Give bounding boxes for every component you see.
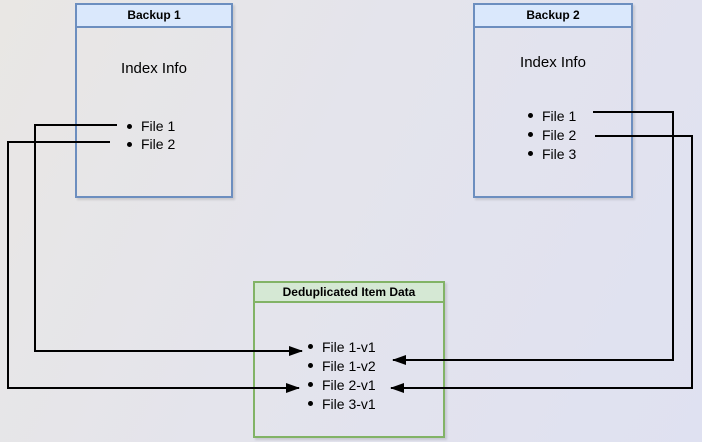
bullet-icon: [127, 123, 132, 129]
file-item: File 1: [528, 106, 576, 125]
file-item: File 2: [127, 135, 175, 153]
backup1-box: Backup 1 Index Info File 1 File 2: [75, 3, 233, 198]
backup2-file-list: File 1 File 2 File 3: [528, 106, 576, 163]
file-item-label: File 3: [542, 145, 577, 162]
file-item-label: File 2-v1: [322, 376, 376, 393]
bullet-icon: [127, 141, 132, 147]
backup2-index-info-label: Index Info: [520, 54, 586, 71]
bullet-icon: [528, 113, 533, 118]
backup1-title: Backup 1: [77, 5, 231, 28]
file-item: File 3: [528, 144, 576, 163]
file-item: File 2: [528, 125, 576, 144]
file-item-label: File 2: [542, 126, 577, 143]
bullet-icon: [308, 401, 313, 406]
backup2-box: Backup 2 Index Info File 1 File 2 File 3: [473, 3, 633, 198]
backup1-index-info-label: Index Info: [121, 60, 187, 77]
backup2-title: Backup 2: [475, 5, 631, 28]
file-item: File 1-v1: [308, 337, 376, 356]
dedup-title: Deduplicated Item Data: [255, 283, 443, 303]
file-item: File 2-v1: [308, 375, 376, 394]
file-item: File 3-v1: [308, 394, 376, 413]
file-item-label: File 1-v1: [322, 338, 376, 355]
file-item: File 1-v2: [308, 356, 376, 375]
bullet-icon: [528, 132, 533, 137]
file-item-label: File 3-v1: [322, 395, 376, 412]
file-item-label: File 1-v2: [322, 357, 376, 374]
file-item-label: File 2: [141, 136, 176, 152]
file-item-label: File 1: [542, 107, 577, 124]
bullet-icon: [308, 363, 313, 368]
file-item: File 1: [127, 117, 175, 135]
bullet-icon: [308, 344, 313, 349]
backup1-file-list: File 1 File 2: [127, 117, 175, 153]
file-item-label: File 1: [141, 118, 176, 134]
bullet-icon: [528, 151, 533, 156]
bullet-icon: [308, 382, 313, 387]
